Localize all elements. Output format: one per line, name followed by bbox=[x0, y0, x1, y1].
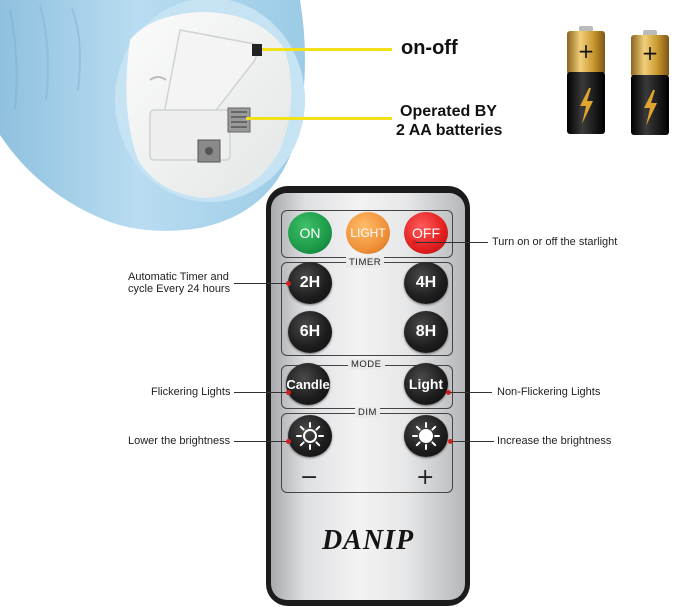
svg-text:+: + bbox=[578, 39, 595, 63]
sun-filled-icon bbox=[412, 422, 440, 450]
minus-sign: − bbox=[300, 465, 319, 490]
flickering-leader bbox=[234, 392, 288, 393]
dim-up-button[interactable] bbox=[404, 415, 448, 457]
timer-annotation-line2: cycle Every 24 hours bbox=[128, 283, 231, 295]
brand-logo: DANIP bbox=[321, 525, 415, 556]
operated-label-line2: 2 AA batteries bbox=[396, 122, 503, 139]
increase-dot bbox=[448, 439, 453, 444]
timer-8h-button[interactable]: 8H bbox=[404, 311, 448, 353]
svg-text:+: + bbox=[642, 41, 659, 65]
non-flickering-leader bbox=[450, 392, 492, 393]
on-off-callout-line bbox=[262, 48, 392, 51]
battery-bolt-icon: + bbox=[629, 30, 671, 143]
timer-label: TIMER bbox=[346, 257, 385, 268]
timer-6h-button[interactable]: 6H bbox=[288, 311, 332, 353]
light-mode-button[interactable]: Light bbox=[404, 363, 448, 405]
lower-leader bbox=[234, 441, 288, 442]
sun-outline-icon bbox=[296, 422, 324, 450]
dim-down-button[interactable] bbox=[288, 415, 332, 457]
remote-face: ON LIGHT OFF TIMER 2H 4H 6H 8H MODE Cand… bbox=[271, 193, 465, 600]
starlight-dot bbox=[412, 240, 417, 245]
timer-leader bbox=[234, 283, 288, 284]
battery-callout-line bbox=[246, 117, 392, 120]
timer-annotation-line1: Automatic Timer and bbox=[128, 271, 229, 283]
non-flickering-annotation: Non-Flickering Lights bbox=[497, 386, 601, 398]
lower-brightness-annotation: Lower the brightness bbox=[128, 435, 231, 447]
flickering-dot bbox=[286, 390, 291, 395]
timer-dot bbox=[286, 281, 291, 286]
timer-4h-button[interactable]: 4H bbox=[404, 262, 448, 304]
increase-leader bbox=[452, 441, 494, 442]
on-off-label: on-off bbox=[401, 37, 458, 59]
flickering-annotation: Flickering Lights bbox=[151, 386, 231, 398]
off-button[interactable]: OFF bbox=[404, 212, 448, 254]
timer-2h-button[interactable]: 2H bbox=[288, 262, 332, 304]
mode-label: MODE bbox=[348, 359, 385, 370]
dim-label: DIM bbox=[355, 407, 380, 418]
starlight-leader bbox=[416, 242, 488, 243]
on-button[interactable]: ON bbox=[288, 212, 332, 254]
lower-dot bbox=[286, 439, 291, 444]
candle-mode-button[interactable]: Candle bbox=[286, 363, 330, 405]
battery-bolt-icon: + bbox=[565, 26, 607, 143]
starlight-annotation: Turn on or off the starlight bbox=[492, 236, 618, 248]
light-button[interactable]: LIGHT bbox=[346, 212, 390, 254]
non-flickering-dot bbox=[446, 390, 451, 395]
operated-label-line1: Operated BY bbox=[400, 103, 497, 120]
increase-brightness-annotation: Increase the brightness bbox=[497, 435, 612, 447]
plus-sign: + bbox=[416, 465, 435, 490]
candle-battery-compartment bbox=[0, 0, 310, 235]
